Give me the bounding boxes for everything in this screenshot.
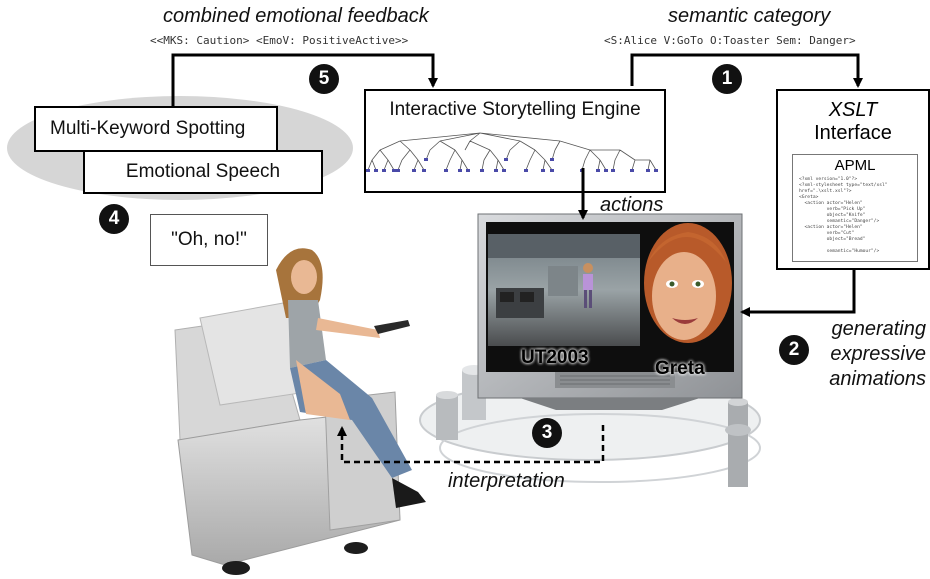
step-5-badge: 5 (309, 64, 339, 94)
emotional-speech-box: Emotional Speech (83, 150, 323, 194)
apml-document: APML <?xml version="1.0"?> <?xml-stylesh… (792, 154, 918, 262)
feedback-connector (171, 53, 438, 107)
speech-text: "Oh, no!" (171, 229, 247, 250)
mks-label: Multi-Keyword Spotting (50, 118, 246, 139)
story-tree (367, 132, 657, 171)
apml-title: APML (834, 157, 876, 174)
generating-line3: animations (829, 368, 926, 390)
mks-box: Multi-Keyword Spotting (34, 106, 278, 152)
category-connector (630, 53, 863, 88)
woman-figure (276, 248, 426, 508)
ut2003-label: UT2003 (521, 347, 589, 368)
story-tree-nodes (366, 158, 658, 172)
generating-line2: expressive (830, 343, 926, 365)
actions-label: actions (600, 194, 664, 216)
xslt-box: XSLT Interface APML <?xml version="1.0"?… (776, 89, 930, 270)
feedback-title: combined emotional feedback (163, 5, 429, 27)
generating-line1: generating (831, 318, 926, 340)
interpretation-arrow (337, 425, 605, 464)
sofa (174, 299, 401, 575)
step-2-badge: 2 (779, 335, 809, 365)
emotional-speech-label: Emotional Speech (125, 161, 281, 182)
greta-label: Greta (655, 358, 705, 379)
xslt-title: XSLT (828, 99, 878, 121)
speech-bubble: "Oh, no!" (150, 214, 268, 266)
category-code: <S:Alice V:GoTo O:Toaster Sem: Danger> (604, 34, 856, 47)
interpretation-label: interpretation (448, 470, 565, 492)
apml-code: <?xml version="1.0"?> <?xml-stylesheet t… (799, 177, 888, 254)
step-1-badge: 1 (712, 64, 742, 94)
animation-arrow (740, 270, 856, 317)
engine-box: Interactive Storytelling Engine (364, 89, 666, 193)
engine-label: Interactive Storytelling Engine (389, 99, 641, 120)
step-4-badge: 4 (99, 204, 129, 234)
feedback-code: <<MKS: Caution> <EmoV: PositiveActive>> (150, 34, 409, 47)
category-title: semantic category (668, 5, 831, 27)
xslt-subtitle: Interface (814, 122, 892, 144)
step-3-badge: 3 (532, 418, 562, 448)
television (477, 213, 743, 410)
